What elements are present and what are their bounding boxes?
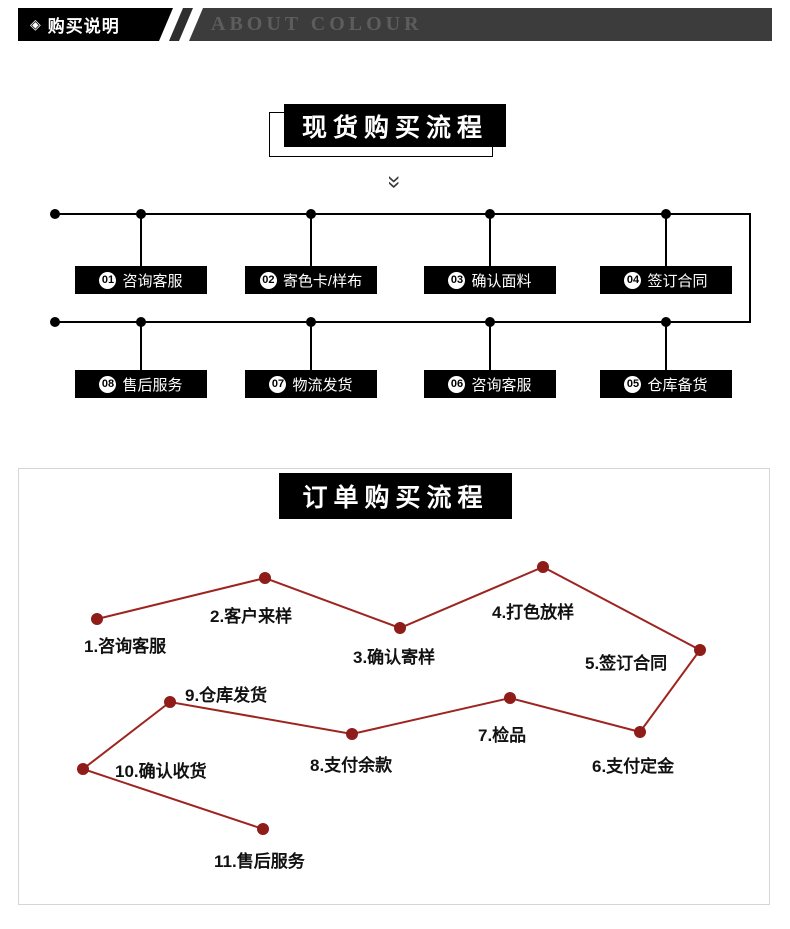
flow-connector-line bbox=[665, 322, 667, 370]
step-number-badge: 04 bbox=[624, 271, 642, 289]
flow-node-dot bbox=[136, 209, 146, 219]
spot-step-05: 05 仓库备货 bbox=[600, 370, 732, 398]
spot-step-06: 06 咨询客服 bbox=[424, 370, 556, 398]
step-number-badge: 01 bbox=[99, 271, 117, 289]
step-label: 寄色卡/样布 bbox=[282, 272, 363, 290]
step-number-badge: 05 bbox=[624, 375, 642, 393]
step-label: 仓库备货 bbox=[647, 376, 708, 394]
order-section-box bbox=[18, 468, 770, 905]
step-label: 确认面料 bbox=[471, 272, 532, 290]
flow-connector-line bbox=[489, 322, 491, 370]
banner-gray-bar bbox=[189, 8, 772, 41]
spot-step-04: 04 签订合同 bbox=[600, 266, 732, 294]
flow-connector-line bbox=[665, 214, 667, 266]
flow-line-top bbox=[55, 213, 751, 215]
spot-step-03: 03 确认面料 bbox=[424, 266, 556, 294]
spot-step-08: 08 售后服务 bbox=[75, 370, 207, 398]
flow-node-dot bbox=[136, 317, 146, 327]
flow-node-dot bbox=[306, 209, 316, 219]
flow-line-bottom bbox=[55, 321, 751, 323]
order-section-title: 订单购买流程 bbox=[279, 473, 512, 519]
flow-node-dot bbox=[661, 209, 671, 219]
step-number-badge: 08 bbox=[99, 375, 117, 393]
banner-title: ◈ 购买说明 bbox=[30, 8, 120, 41]
header-banner: ◈ 购买说明 ABOUT COLOUR bbox=[18, 8, 772, 41]
banner-title-text: 购买说明 bbox=[47, 17, 120, 36]
step-label: 物流发货 bbox=[292, 376, 353, 394]
step-number-badge: 06 bbox=[448, 375, 466, 393]
step-label: 售后服务 bbox=[122, 376, 183, 394]
diamond-icon: ◈ bbox=[30, 16, 42, 32]
step-label: 咨询客服 bbox=[471, 376, 532, 394]
step-label: 签订合同 bbox=[647, 272, 708, 290]
flow-node-dot bbox=[661, 317, 671, 327]
flow-node-dot bbox=[306, 317, 316, 327]
flow-line-right bbox=[749, 214, 751, 322]
spot-step-07: 07 物流发货 bbox=[245, 370, 377, 398]
step-number-badge: 03 bbox=[448, 271, 466, 289]
flow-node-dot bbox=[50, 317, 60, 327]
banner-subtitle: ABOUT COLOUR bbox=[211, 13, 423, 35]
spot-step-01: 01 咨询客服 bbox=[75, 266, 207, 294]
chevron-down-icon: » bbox=[381, 175, 409, 189]
step-number-badge: 07 bbox=[269, 375, 287, 393]
flow-connector-line bbox=[140, 322, 142, 370]
spot-step-02: 02 寄色卡/样布 bbox=[245, 266, 377, 294]
flow-connector-line bbox=[310, 322, 312, 370]
flow-connector-line bbox=[310, 214, 312, 266]
flow-node-dot bbox=[485, 317, 495, 327]
flow-node-dot bbox=[50, 209, 60, 219]
flow-connector-line bbox=[489, 214, 491, 266]
flow-connector-line bbox=[140, 214, 142, 266]
banner-black-flag bbox=[18, 8, 173, 41]
step-number-badge: 02 bbox=[259, 271, 277, 289]
flow-node-dot bbox=[485, 209, 495, 219]
step-label: 咨询客服 bbox=[122, 272, 183, 290]
spot-section-title: 现货购买流程 bbox=[269, 104, 506, 157]
